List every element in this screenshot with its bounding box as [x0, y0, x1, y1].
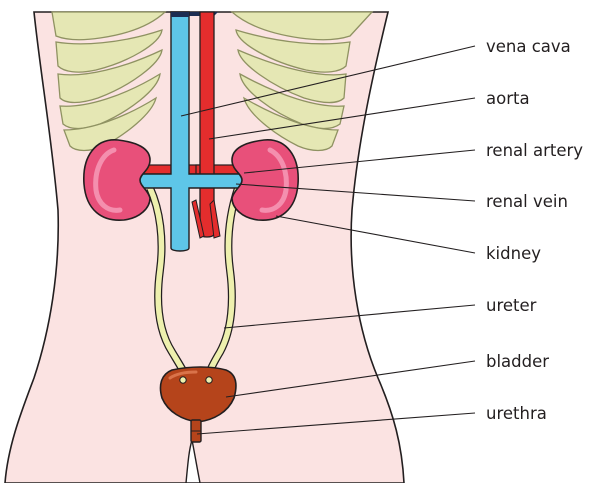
label-kidney: kidney	[486, 244, 541, 263]
label-aorta: aorta	[486, 89, 530, 108]
label-urethra: urethra	[486, 404, 547, 423]
label-ureter: ureter	[486, 296, 537, 315]
kidney-left	[84, 140, 150, 220]
label-bladder: bladder	[486, 352, 549, 371]
urethra	[191, 420, 201, 442]
kidney-right	[232, 140, 298, 220]
label-renal-artery: renal artery	[486, 141, 583, 160]
label-vena-cava: vena cava	[486, 37, 571, 56]
labels: vena cava aorta renal artery renal vein …	[486, 37, 583, 423]
label-renal-vein: renal vein	[486, 192, 568, 211]
